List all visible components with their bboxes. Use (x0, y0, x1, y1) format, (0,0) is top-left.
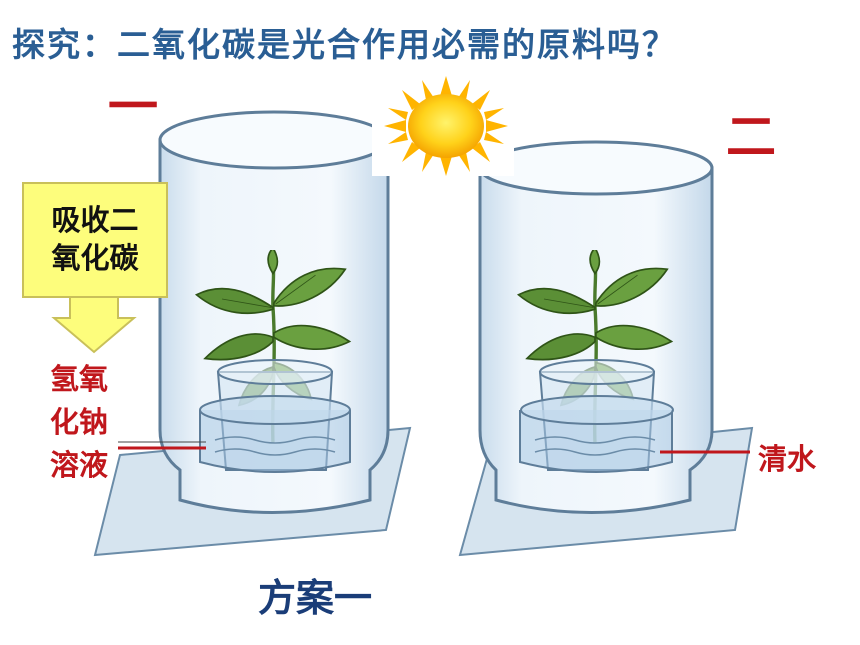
sun-icon (372, 76, 514, 176)
callout-arrow (51, 295, 137, 354)
right-dish (519, 359, 674, 473)
callout-line-1: 吸收二 (51, 203, 139, 238)
callout-line-2: 氧化碳 (51, 241, 139, 275)
naoh-line-3: 溶液 (50, 447, 109, 482)
absorb-co2-callout: 吸收二 氧化碳 (22, 182, 168, 298)
setup-one-label: 一 (108, 78, 158, 136)
left-dish (199, 359, 351, 473)
page-title: 探究：二氧化碳是光合作用必需的原料吗？ (12, 25, 677, 64)
clear-water-label: 清水 (758, 442, 817, 476)
naoh-line-2: 化钠 (50, 404, 109, 439)
plan-label: 方案一 (258, 576, 373, 620)
sodium-hydroxide-label: 氢氧 化钠 溶液 (50, 358, 108, 487)
setup-two-label: 二 (726, 108, 776, 166)
naoh-line-1: 氢氧 (50, 362, 109, 396)
